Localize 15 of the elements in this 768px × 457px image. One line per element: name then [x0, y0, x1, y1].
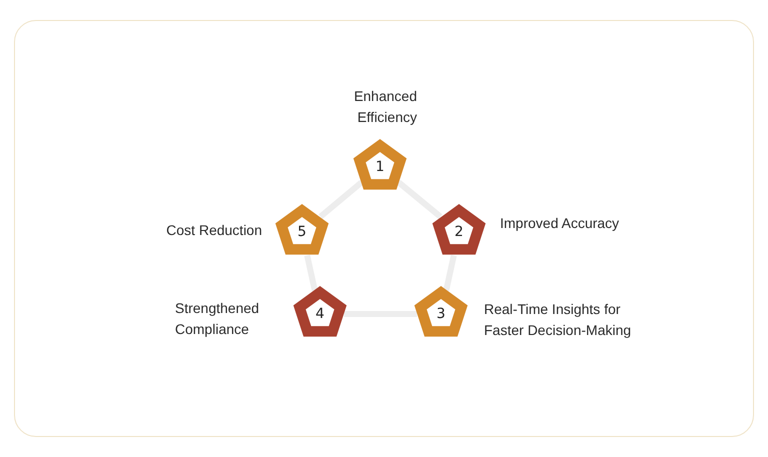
step-number: 3 — [436, 306, 446, 322]
benefit-label: Strengthened Compliance — [175, 299, 260, 339]
connector-line — [318, 180, 364, 219]
connector-line — [443, 254, 457, 292]
connector-line — [304, 254, 318, 292]
benefit-label: Real-Time Insights for Faster Decision-Making — [484, 300, 632, 340]
connector-line — [396, 180, 442, 220]
benefit-label: Enhanced Efficiency — [352, 87, 417, 127]
step-number: 4 — [314, 306, 326, 322]
benefit-label: Cost Reduction — [165, 221, 262, 240]
benefit-label: Improved Accuracy — [500, 214, 620, 233]
step-number: 1 — [374, 159, 386, 175]
connector-line — [344, 311, 417, 317]
step-number: 2 — [454, 224, 464, 240]
step-number: 5 — [296, 224, 308, 240]
